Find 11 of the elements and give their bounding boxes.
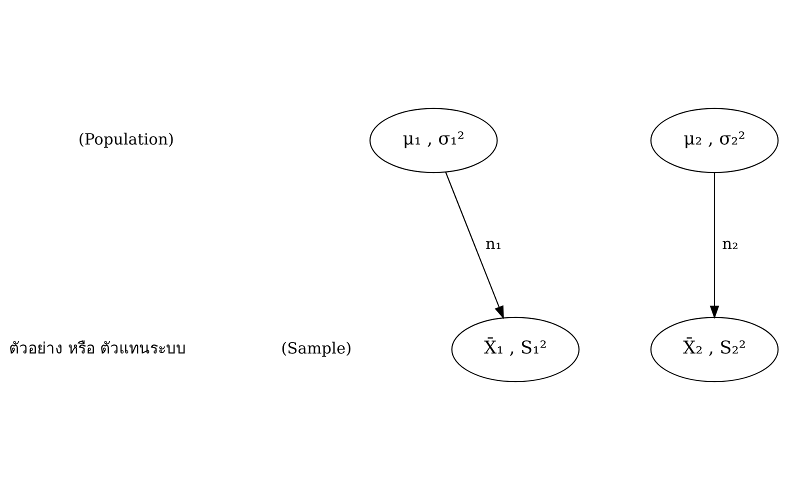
label: ตัวอย่าง หรือ ตัวแทนระบบ bbox=[8, 340, 186, 358]
node-ellipse: μ₁ , σ₁² bbox=[368, 108, 498, 174]
node-ellipse: X̄₁ , S₁² bbox=[450, 316, 580, 382]
edge-label: n₂ bbox=[722, 235, 738, 254]
arrow bbox=[709, 173, 719, 320]
arrow bbox=[444, 172, 504, 320]
label: (Population) bbox=[78, 130, 174, 149]
label: (Sample) bbox=[280, 340, 352, 358]
node-ellipse: X̄₂ , S₂² bbox=[650, 316, 778, 382]
edge-label: n₁ bbox=[484, 235, 502, 254]
node-ellipse: μ₂ , σ₂² bbox=[650, 108, 778, 174]
